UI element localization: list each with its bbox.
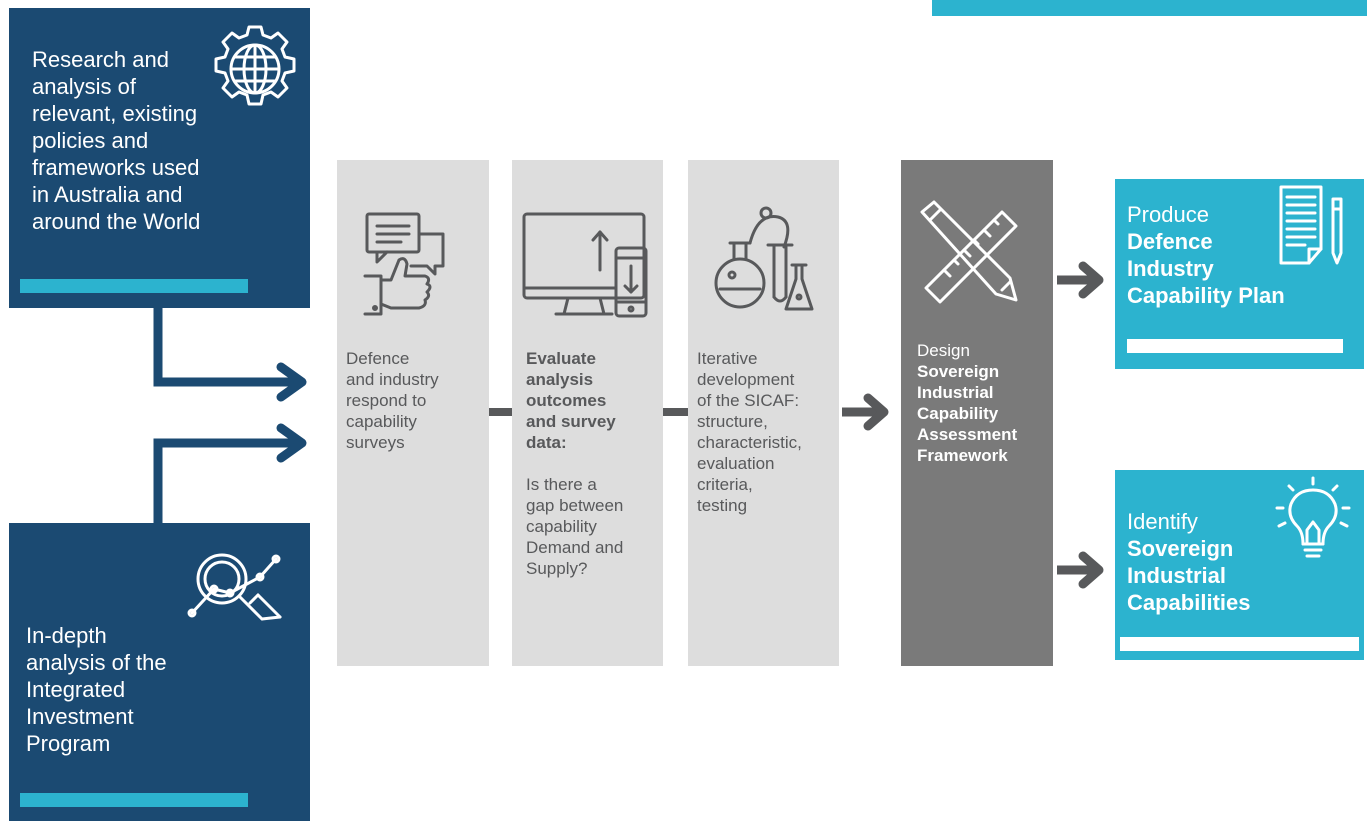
text-line: data:	[526, 433, 567, 452]
output-identify-box: Identify Sovereign Industrial Capabiliti…	[1115, 470, 1364, 660]
research-analysis-box: Research and analysis of relevant, exist…	[9, 8, 310, 308]
connector-respond-evaluate	[489, 408, 512, 416]
indepth-analysis-text: In-depth analysis of the Integrated Inve…	[26, 622, 246, 757]
stage-iterative-panel: Iterative development of the SICAF: stru…	[688, 160, 839, 666]
text-line: capability	[346, 412, 417, 431]
plan-box-stripe	[1127, 339, 1343, 353]
stage-respond-text: Defence and industry respond to capabili…	[346, 348, 486, 453]
research-connector-arrow	[153, 305, 307, 402]
text-line: Demand and	[526, 538, 624, 557]
stage-evaluate-text: Evaluate analysis outcomes and survey da…	[526, 348, 661, 579]
globe-gear-icon	[214, 25, 296, 106]
lightbulb-icon	[1275, 476, 1351, 558]
text-line: gap between	[526, 496, 624, 515]
text-line: structure,	[697, 412, 768, 431]
arrow-to-identify	[1057, 551, 1104, 589]
text-line: of the SICAF:	[697, 391, 800, 410]
text-line: Sovereign	[1127, 536, 1234, 561]
text-line: Is there a	[526, 475, 597, 494]
text-line: criteria,	[697, 475, 753, 494]
stage-design-text: Design Sovereign Industrial Capability A…	[917, 340, 1052, 466]
text-line: capability	[526, 517, 597, 536]
magnifier-chart-icon	[187, 553, 282, 621]
text-line: outcomes	[526, 391, 607, 410]
text-line: development	[697, 370, 795, 389]
stage-iterative-text: Iterative development of the SICAF: stru…	[697, 348, 837, 516]
connector-evaluate-iterative	[663, 408, 688, 416]
indepth-connector-arrow	[153, 423, 307, 525]
text-line: frameworks used	[32, 155, 200, 180]
text-line: Defence	[1127, 229, 1213, 254]
text-line: analysis	[526, 370, 594, 389]
text-line: Framework	[917, 446, 1008, 465]
text-line: and industry	[346, 370, 439, 389]
text-line: surveys	[346, 433, 405, 452]
text-line: Supply?	[526, 559, 588, 578]
research-box-stripe	[20, 279, 248, 293]
text-line: relevant, existing	[32, 101, 198, 126]
research-analysis-text: Research and analysis of relevant, exist…	[32, 46, 252, 235]
output-identify-text: Identify Sovereign Industrial Capabiliti…	[1127, 508, 1357, 616]
text-line: Iterative	[697, 349, 758, 368]
text-line: Industry	[1127, 256, 1214, 281]
text-line: Program	[26, 731, 111, 756]
text-line: Identify	[1127, 509, 1198, 534]
stage-evaluate-panel: Evaluate analysis outcomes and survey da…	[512, 160, 663, 666]
lab-flasks-icon	[714, 206, 814, 311]
output-plan-text: Produce Defence Industry Capability Plan	[1127, 201, 1357, 309]
text-line: and survey	[526, 412, 616, 431]
text-line: Produce	[1127, 202, 1209, 227]
document-pen-icon	[1279, 185, 1343, 265]
text-line: Evaluate	[526, 349, 596, 368]
text-line: Sovereign	[917, 362, 1000, 381]
text-line: Defence	[346, 349, 410, 368]
text-line: Capability	[917, 404, 999, 423]
text-line: Assessment	[917, 425, 1018, 444]
text-line: policies and	[32, 128, 149, 153]
stage-design-panel: Design Sovereign Industrial Capability A…	[901, 160, 1053, 666]
speech-bubbles-thumbs-up-icon	[363, 212, 445, 316]
text-line: around the World	[32, 209, 201, 234]
text-line: evaluation	[697, 454, 775, 473]
text-line: In-depth	[26, 623, 107, 648]
text-line: Industrial	[1127, 563, 1227, 588]
text-line: Investment	[26, 704, 134, 729]
text-line: Design	[917, 341, 970, 360]
text-line: testing	[697, 496, 748, 515]
text-line: analysis of the	[26, 650, 167, 675]
header-accent-bar	[932, 0, 1367, 16]
indepth-analysis-box: In-depth analysis of the Integrated Inve…	[9, 523, 310, 821]
text-line: characteristic,	[697, 433, 802, 452]
arrow-to-plan	[1057, 261, 1104, 299]
text-line: in Australia and	[32, 182, 183, 207]
indepth-box-stripe	[20, 793, 248, 807]
text-line: analysis of	[32, 74, 136, 99]
text-line: respond to	[346, 391, 427, 410]
text-line: Research and	[32, 47, 169, 72]
arrow-to-design	[842, 393, 889, 431]
text-line: Capability Plan	[1127, 283, 1285, 308]
output-plan-box: Produce Defence Industry Capability Plan	[1115, 179, 1364, 369]
text-line: Capabilities	[1127, 590, 1251, 615]
monitor-tablet-icon	[522, 212, 648, 318]
identify-box-stripe	[1120, 637, 1359, 651]
stage-respond-panel: Defence and industry respond to capabili…	[337, 160, 489, 666]
text-line: Integrated	[26, 677, 126, 702]
ruler-pencil-icon	[920, 200, 1018, 304]
text-line: Industrial	[917, 383, 994, 402]
